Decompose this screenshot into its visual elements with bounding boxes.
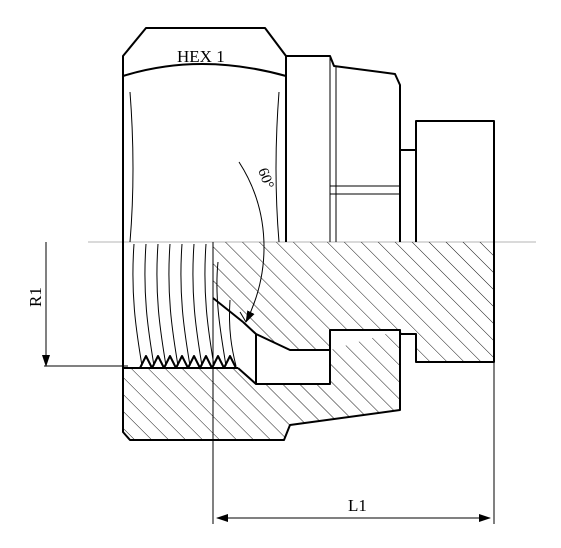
r1-label: R1 [26,287,45,307]
thread-lines [132,243,237,369]
section-view [122,242,495,441]
l1-dimension: L1 [212,298,495,524]
hex-label: HEX 1 [177,47,225,66]
l1-label: L1 [348,496,367,515]
angle-dimension: 60° [238,161,276,323]
r1-dimension: R1 [26,242,128,367]
angle-label: 60° [254,166,276,191]
hex-nut-view [122,27,495,243]
